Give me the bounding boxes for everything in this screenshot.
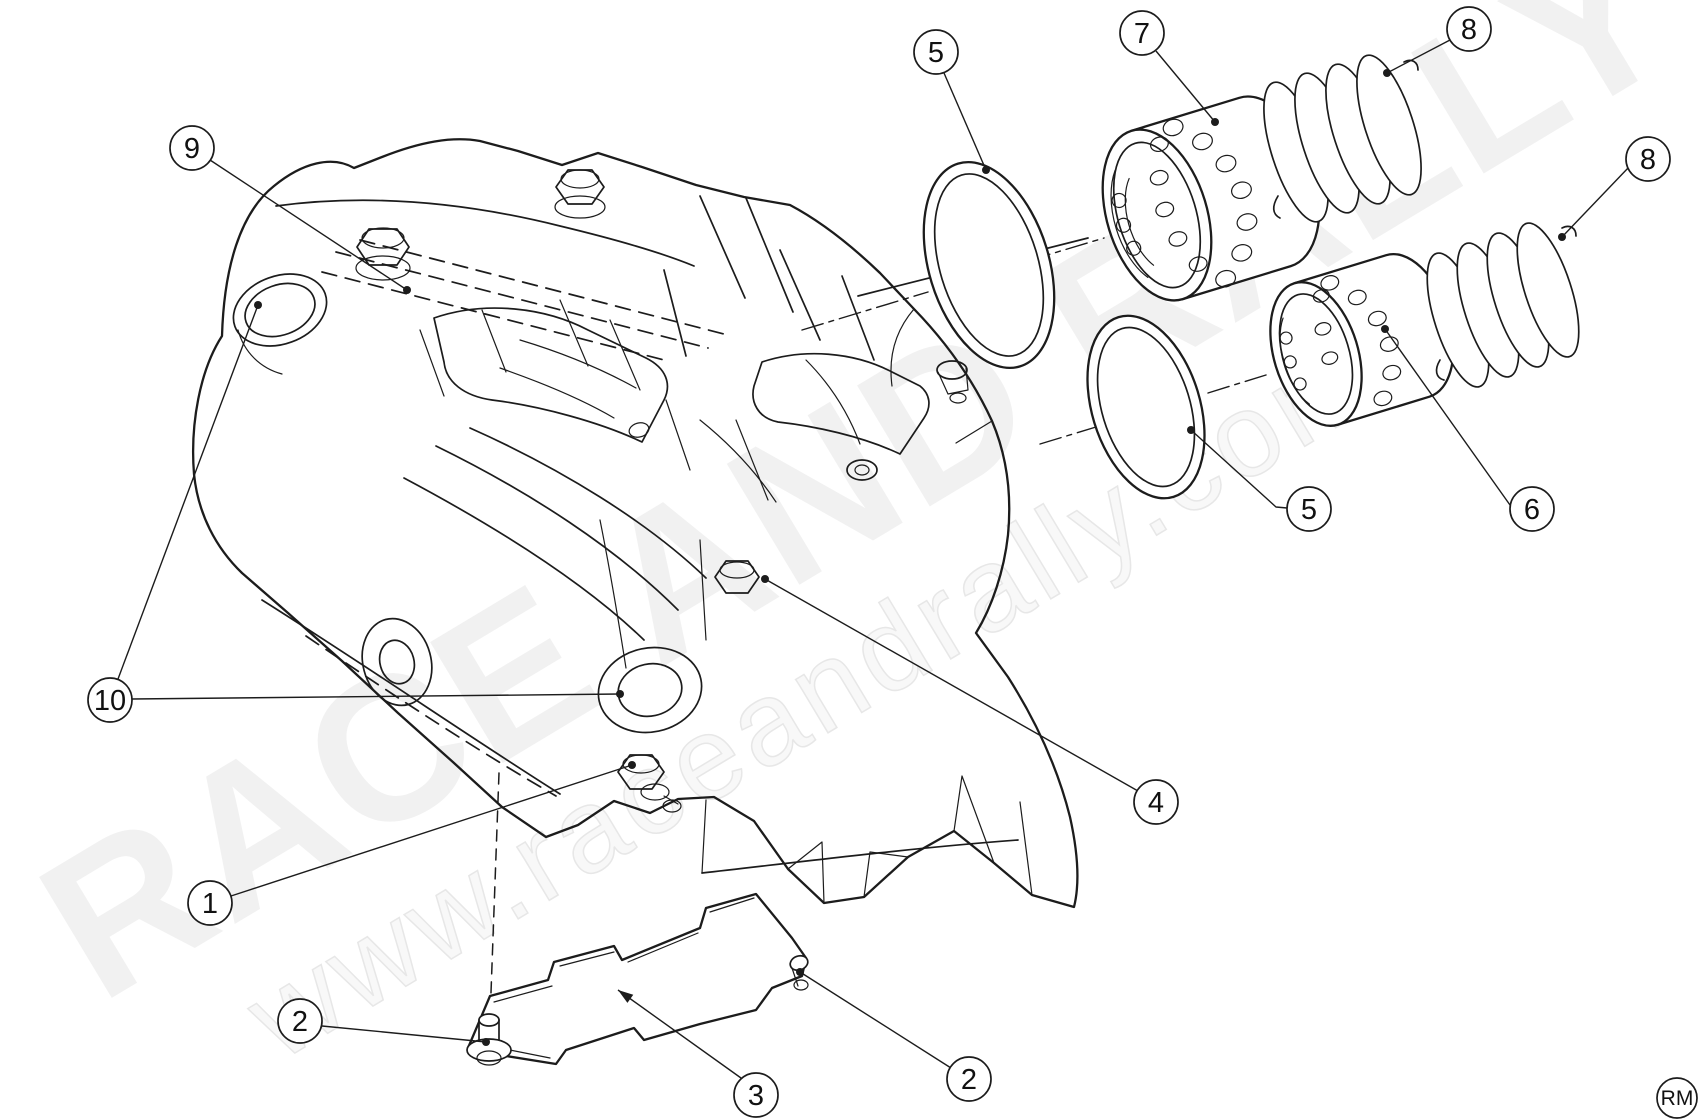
plate-pin [789,954,809,991]
callout-layer: 9 5 7 8 8 5 6 4 10 1 2 2 3 [87,6,1671,1118]
pad-retainer-plate [466,892,809,1066]
callout-number: 7 [1134,18,1150,50]
callout-circle [169,125,215,171]
callout-number: 6 [1524,494,1540,526]
callout-number: 5 [1301,494,1317,526]
leader-dot [628,761,636,769]
spring-upper [1263,54,1422,223]
rm-badge: RM [1656,1077,1698,1119]
leader-layer [117,39,1630,1079]
caliper-bolt [355,227,411,281]
caliper-body [191,138,1089,909]
leader-dot [1558,233,1566,241]
fitting [846,459,878,481]
callout-number: 4 [1148,787,1164,819]
callout-circle [1133,779,1179,825]
callout-9: 9 [169,125,215,171]
callout-circle [1446,6,1492,52]
callout-circle [187,880,233,926]
callout-number: 2 [292,1006,308,1038]
callout-number: 10 [94,685,126,717]
leader-line-2 [321,1025,487,1043]
leader-line-7 [1155,50,1216,123]
leader-line-9 [209,159,408,291]
leader-dot [796,968,804,976]
callout-number: 2 [961,1064,977,1096]
callout-circle [946,1056,992,1102]
callout-circle [277,998,323,1044]
spring-lower [1426,222,1580,388]
callout-1: 1 [187,880,233,926]
lower-left-bore [361,617,433,707]
watermark-layer: RACE AND RALLY www.raceandrally.com [5,0,1700,1086]
caliper-bolt [554,169,606,219]
callout-circle [1509,486,1555,532]
callout-circle [733,1072,779,1118]
callout-2: 2 [277,998,323,1044]
leader-line-2 [799,971,952,1069]
leader-dot [254,301,262,309]
leader-line-8 [1386,39,1451,74]
leader-line-1 [230,764,633,897]
callout-circle [87,677,133,723]
callout-number: 3 [748,1080,764,1112]
callout-4: 4 [1133,779,1179,825]
leader-arrowhead [618,990,634,1003]
rm-badge-text: RM [1661,1087,1694,1110]
bleed-screw [936,360,969,404]
callout-7: 7 [1119,10,1165,56]
callout-6: 6 [1509,486,1555,532]
leader-line-10 [117,304,259,680]
leader-line-3 [617,989,742,1079]
leader-dot [761,575,769,583]
callout-8: 8 [1446,6,1492,52]
callout-number: 5 [928,37,944,69]
callout-2: 2 [946,1056,992,1102]
leader-line-10 [131,693,621,700]
banjo-bolt [617,754,682,813]
leader-dot [982,166,990,174]
callout-circle [913,29,959,75]
callout-8: 8 [1625,136,1671,182]
callout-10: 10 [87,677,133,723]
callout-circle [1286,486,1332,532]
callout-5: 5 [1286,486,1332,532]
seal-ring-lower [1086,314,1206,500]
callout-circle [1119,10,1165,56]
leader-line-6 [1384,328,1511,506]
leader-dot [616,690,624,698]
piston-bleed-holes [1149,118,1258,288]
leader-line-5 [943,72,987,171]
leader-dot [1187,426,1195,434]
leader-dot [403,286,411,294]
callout-5: 5 [913,29,959,75]
leader-line-8 [1561,166,1630,238]
seal-ring-upper [922,160,1056,370]
callout-number: 8 [1640,144,1656,176]
bridge-bolt [714,560,760,594]
leader-line-5 [1190,429,1288,509]
upper-mount-bore [232,273,328,375]
callout-number: 8 [1461,14,1477,46]
leader-dot [1381,325,1389,333]
piston-bleed-holes [1312,275,1402,407]
callout-number: 9 [184,133,200,165]
callout-3: 3 [733,1072,779,1118]
leader-dot [1383,69,1391,77]
leader-dot [482,1038,490,1046]
callout-number: 1 [202,888,218,920]
leader-line-4 [764,578,1139,792]
callout-circle [1625,136,1671,182]
leader-dot [1211,118,1219,126]
